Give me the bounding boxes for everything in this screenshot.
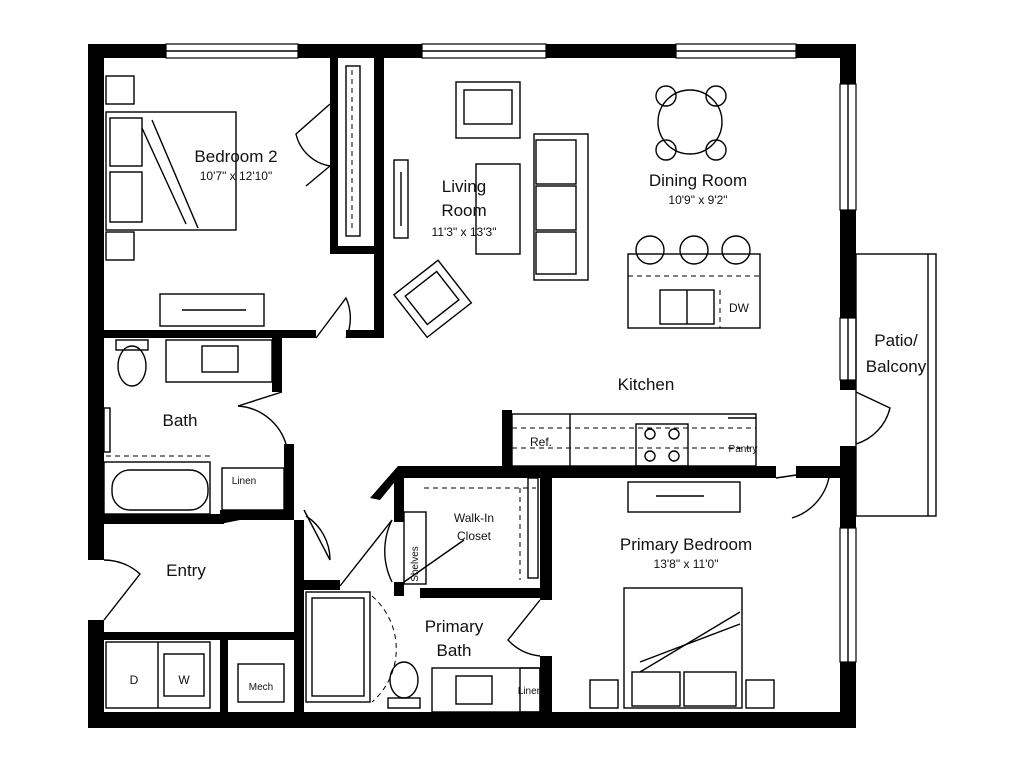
linen-hall-label: Linen	[232, 476, 256, 487]
kitchen-label: Kitchen	[618, 375, 675, 394]
primary-bedroom-furniture	[589, 481, 775, 709]
linen-bath-label: Linen	[518, 686, 542, 697]
exterior-doors	[86, 390, 891, 621]
primary-bedroom-label: Primary Bedroom	[620, 535, 752, 554]
bedroom2-dimensions: 10'7" x 12'10"	[200, 169, 273, 183]
primary-bath-label-line2: Bath	[437, 641, 472, 660]
patio-label-line2: Balcony	[866, 357, 927, 376]
primary-bath-fixtures	[305, 591, 541, 713]
room-labels: Bedroom 2 10'7" x 12'10" Living Room 11'…	[163, 147, 927, 660]
living-furniture	[392, 81, 589, 339]
interior-doors	[237, 103, 831, 657]
bath-fixtures	[103, 339, 285, 709]
dining-furniture	[627, 85, 761, 329]
closet-fixtures	[403, 477, 539, 585]
refrigerator-label: Ref.	[530, 435, 552, 449]
walk-in-closet-label-line1: Walk-In	[454, 511, 494, 525]
washer-label: W	[178, 673, 190, 687]
primary-bedroom-dimensions: 13'8" x 11'0"	[654, 557, 719, 571]
shelves-label: Shelves	[410, 546, 421, 582]
fixture-labels: DW Ref. Pantry Linen Linen Shelves D W M…	[130, 301, 758, 697]
primary-bath-label-line1: Primary	[425, 617, 484, 636]
dining-room-dimensions: 10'9" x 9'2"	[668, 193, 727, 207]
bath-label: Bath	[163, 411, 198, 430]
living-room-label-line2: Room	[441, 201, 486, 220]
mech-label: Mech	[249, 682, 273, 693]
entry-label: Entry	[166, 561, 206, 580]
bedroom2-label: Bedroom 2	[194, 147, 277, 166]
pantry-label: Pantry	[729, 444, 758, 455]
dining-room-label: Dining Room	[649, 171, 747, 190]
bedroom2-furniture	[105, 65, 361, 327]
living-room-label-line1: Living	[442, 177, 486, 196]
patio-label-line1: Patio/	[874, 331, 918, 350]
patio-balcony	[855, 253, 937, 517]
dryer-label: D	[130, 673, 139, 687]
living-room-dimensions: 11'3" x 13'3"	[432, 225, 497, 239]
windows	[165, 43, 857, 663]
walk-in-closet-label-line2: Closet	[457, 529, 492, 543]
dishwasher-label: DW	[729, 301, 750, 315]
kitchen-counters	[511, 413, 757, 467]
